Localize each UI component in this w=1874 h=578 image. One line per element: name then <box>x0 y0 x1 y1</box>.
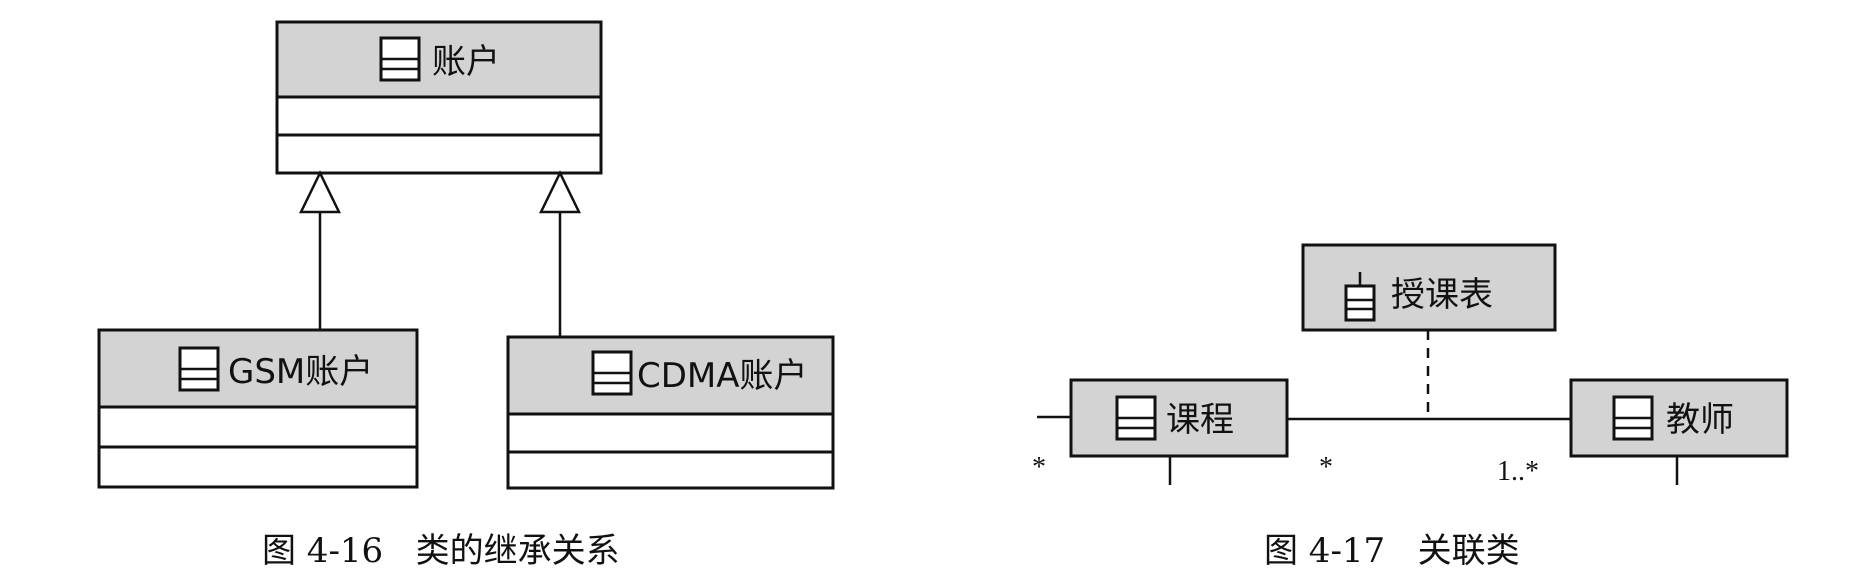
association-class-label: 授课表 <box>1391 275 1493 315</box>
class-cdma-name-compartment <box>506 335 835 416</box>
class-gsm-account[interactable]: GSM账户 <box>97 328 419 489</box>
generalization-cdma <box>539 170 581 337</box>
multiplicity-left-inner: * <box>1319 452 1333 483</box>
class-account-operations-compartment <box>275 133 603 175</box>
figure-4-16: 账户 GSM账户 <box>97 20 835 571</box>
class-teacher[interactable]: 教师 <box>1569 378 1789 458</box>
class-gsm-operations-compartment <box>97 445 419 489</box>
class-account-name-compartment <box>275 20 603 99</box>
association-class-schedule[interactable]: 授课表 <box>1301 243 1557 332</box>
class-cdma-attributes-compartment <box>506 412 835 454</box>
class-cdma-account[interactable]: CDMA账户 <box>506 335 835 490</box>
class-course[interactable]: 课程 <box>1069 378 1289 458</box>
class-course-box <box>1069 378 1289 458</box>
class-icon <box>591 350 633 396</box>
multiplicity-right: 1..* <box>1497 456 1539 487</box>
class-teacher-label: 教师 <box>1666 400 1734 440</box>
generalization-arrowhead <box>539 170 581 214</box>
class-course-label: 课程 <box>1166 400 1234 440</box>
class-teacher-box <box>1569 378 1789 458</box>
association-class-icon <box>1344 272 1376 322</box>
class-account-attributes-compartment <box>275 95 603 137</box>
multiplicity-left-outer: * <box>1032 452 1046 483</box>
class-icon <box>1612 395 1654 441</box>
class-cdma-label: CDMA账户 <box>637 356 808 396</box>
class-icon <box>1115 395 1157 441</box>
class-cdma-operations-compartment <box>506 450 835 490</box>
class-gsm-label: GSM账户 <box>228 352 373 392</box>
class-account-label: 账户 <box>432 42 500 82</box>
figure-4-17: 授课表 课程 教师 * * 1..* 图 4-17 关联类 <box>1032 243 1789 571</box>
class-account[interactable]: 账户 <box>275 20 603 175</box>
class-gsm-attributes-compartment <box>97 405 419 449</box>
class-gsm-name-compartment <box>97 328 419 409</box>
class-icon <box>379 36 421 82</box>
class-icon <box>178 346 220 392</box>
generalization-gsm <box>299 170 341 330</box>
caption-figure-4-16: 图 4-16 类的继承关系 <box>262 531 620 571</box>
caption-figure-4-17: 图 4-17 关联类 <box>1264 531 1520 571</box>
generalization-arrowhead <box>299 170 341 214</box>
